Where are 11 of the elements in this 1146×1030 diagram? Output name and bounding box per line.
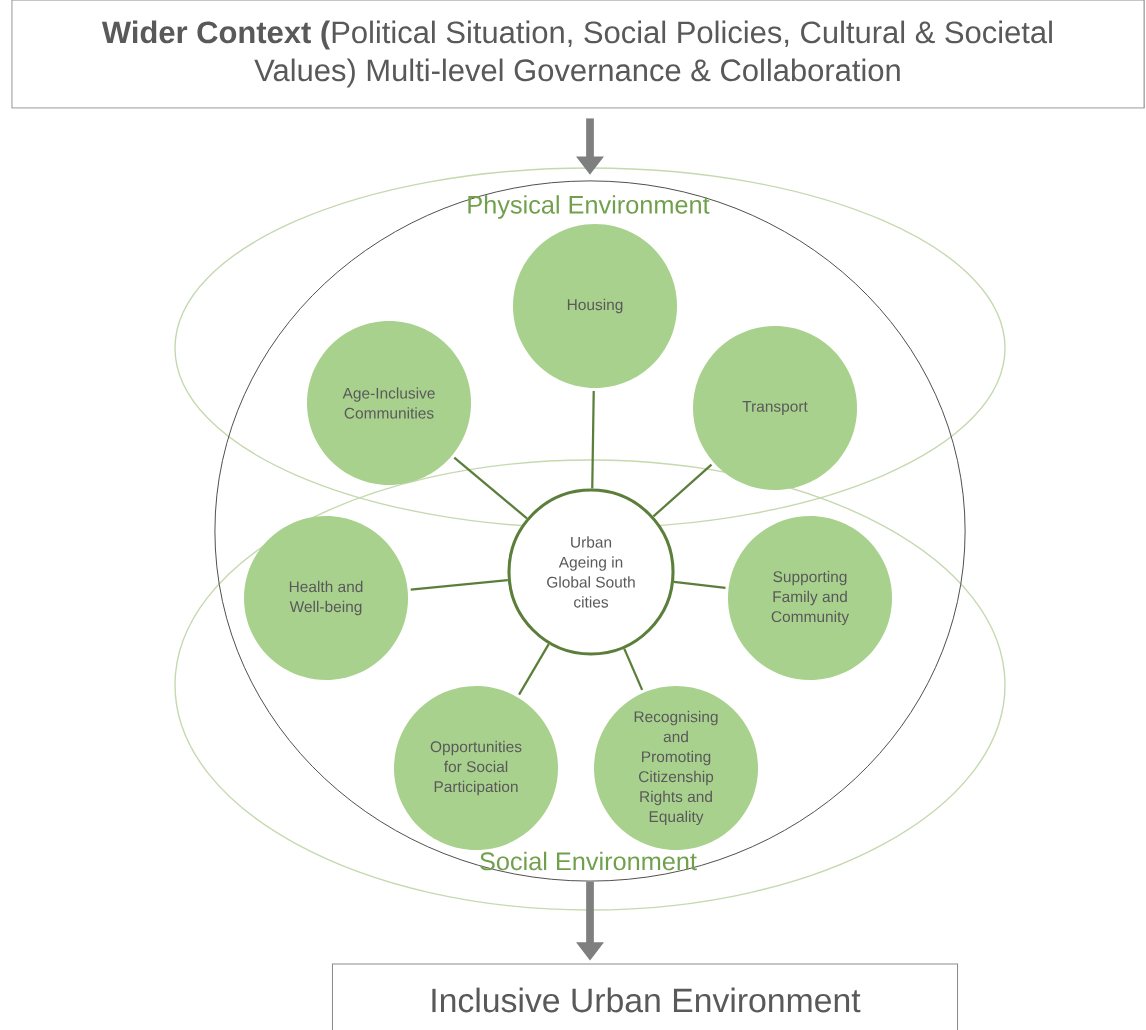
region-label: Social Environment bbox=[480, 851, 697, 871]
connector-line bbox=[591, 391, 595, 489]
connector-line bbox=[453, 456, 528, 520]
connector-line bbox=[673, 580, 726, 590]
text-box: Inclusive Urban Environment bbox=[331, 963, 959, 1030]
text-box: Wider Context (Political Situation, Social Policies, Cultural & Societal Values) Multi-level Governance & Collaboration bbox=[11, 0, 1145, 109]
connector-line bbox=[410, 579, 508, 591]
outer-circle bbox=[214, 180, 966, 882]
connector-line bbox=[518, 643, 550, 696]
connector-line bbox=[623, 648, 644, 691]
connector-line bbox=[652, 463, 713, 518]
